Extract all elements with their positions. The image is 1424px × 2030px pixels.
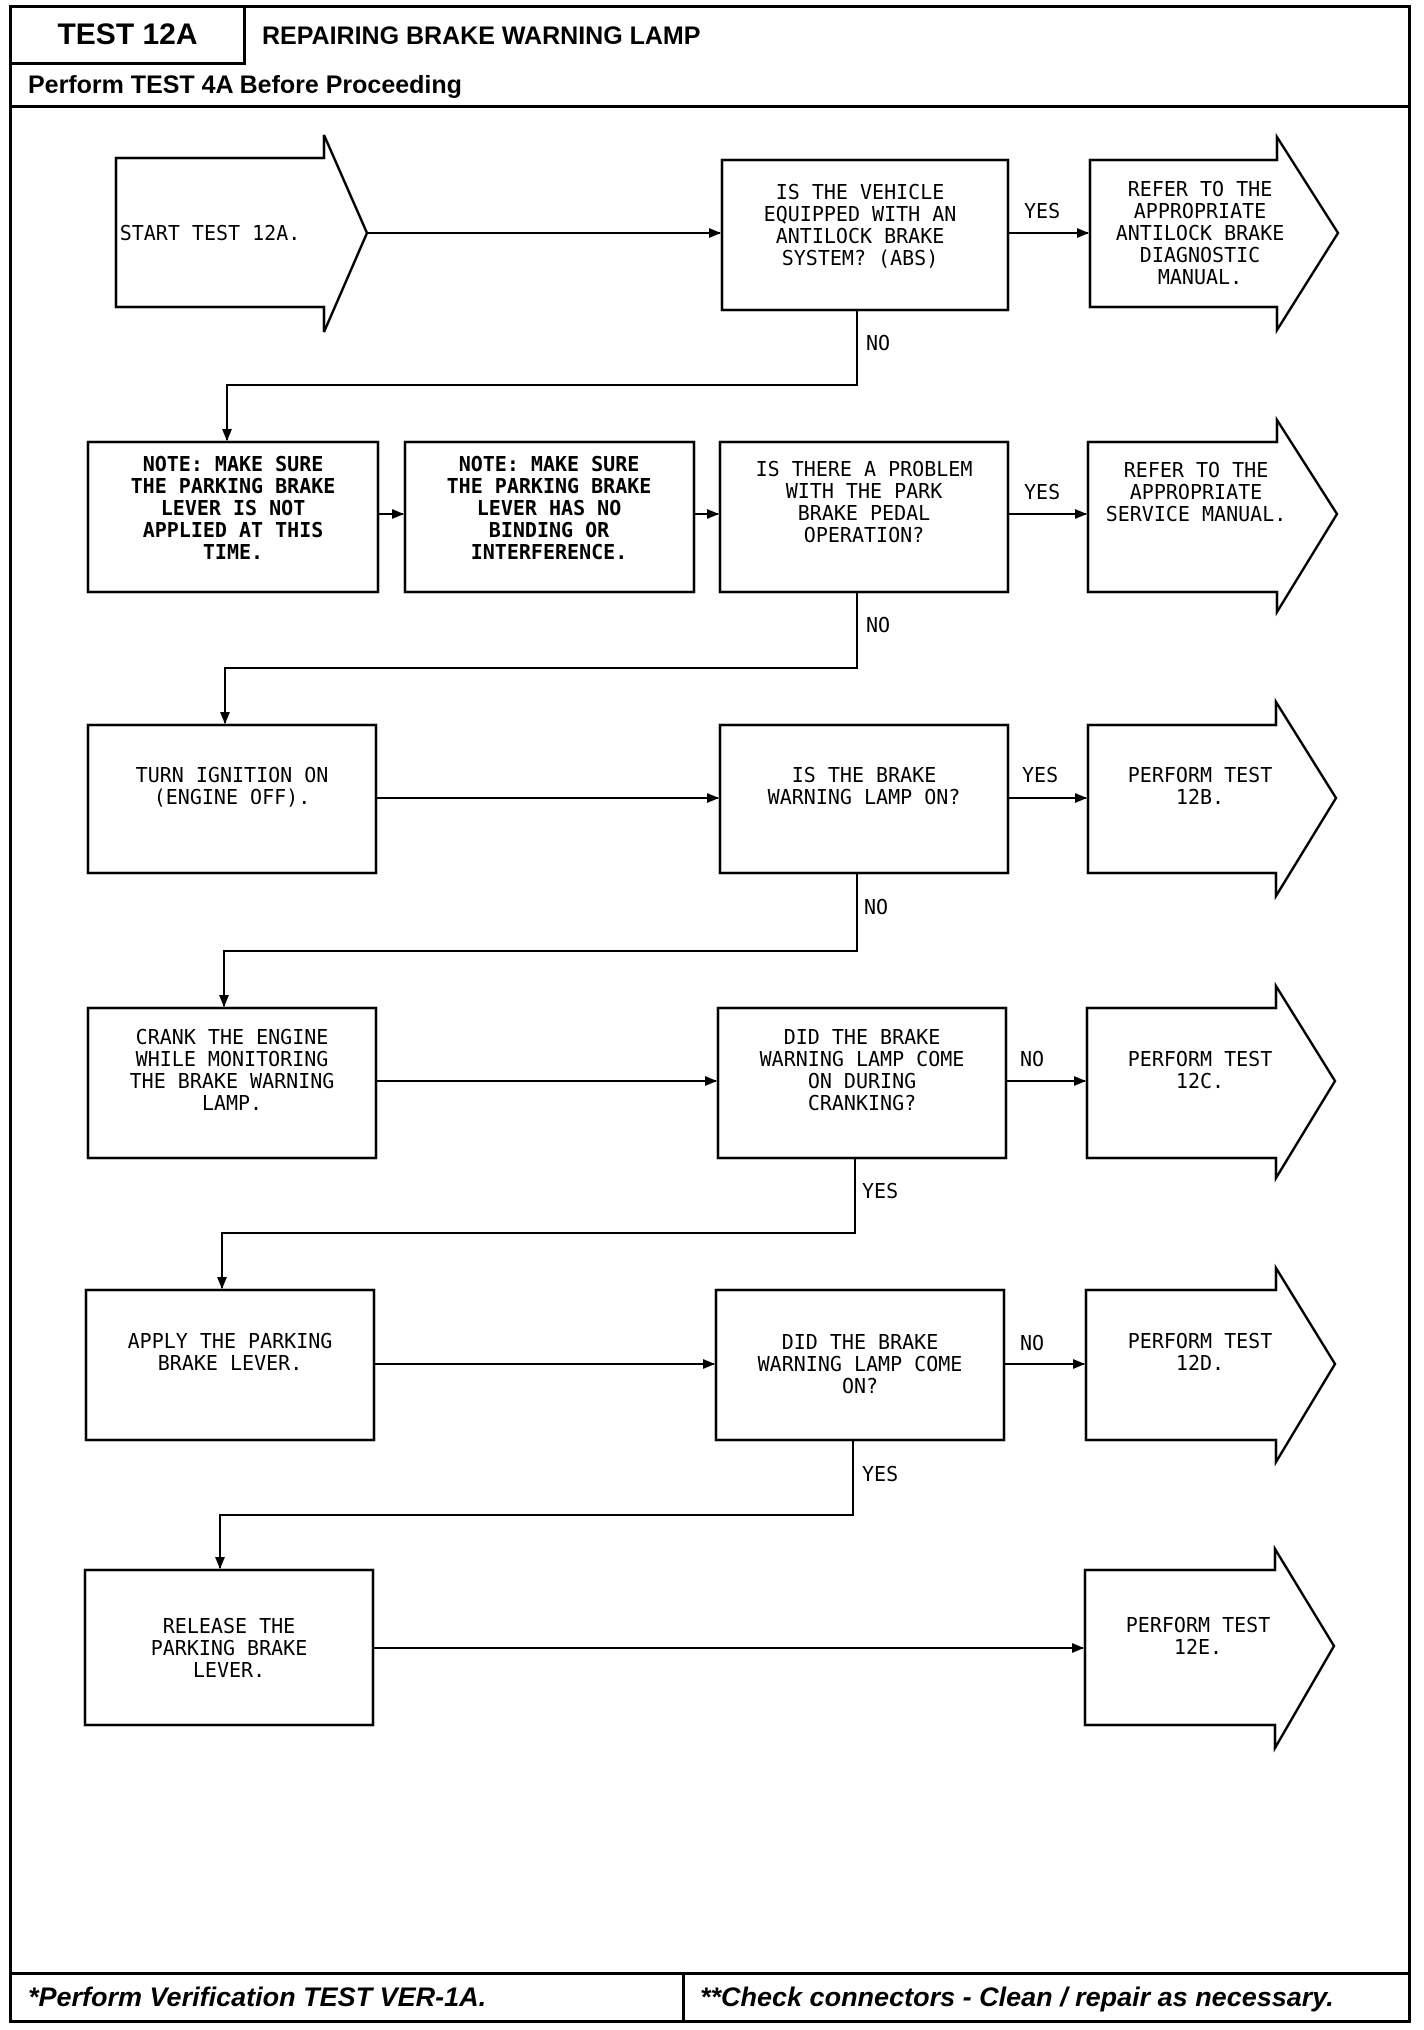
r-abs-text-line: ANTILOCK BRAKE [1116,221,1285,245]
start-arrow-shape [114,134,369,333]
label-no-come: NO [1020,1331,1044,1355]
q-pedal-text-line: OPERATION? [804,523,924,547]
r-12b-arrow-shape [1086,697,1338,901]
turn-ignition-text-line: TURN IGNITION ON [136,763,329,787]
apply-lever-text-line: APPLY THE PARKING [128,1329,333,1353]
release-lever-text-line: RELEASE THE [163,1614,295,1638]
note-applied-text-line: TIME. [203,540,263,564]
header-divider [12,105,1408,108]
r-12d-arrow-shape [1084,1263,1337,1467]
apply-lever-text-line: BRAKE LEVER. [158,1351,303,1375]
q-cranking-box [716,1006,1008,1160]
page-title: REPAIRING BRAKE WARNING LAMP [262,22,701,50]
connector-yes-crank [217,1158,856,1289]
footer-verification-note: *Perform Verification TEST VER-1A. [28,1982,487,2012]
r-abs-text-line: APPROPRIATE [1134,199,1266,223]
q-pedal-text-line: BRAKE PEDAL [798,501,930,525]
prerequisite-note: Perform TEST 4A Before Proceeding [28,70,462,99]
release-lever-text-line: PARKING BRAKE [151,1636,308,1660]
q-abs-text-line: SYSTEM? (ABS) [782,246,939,270]
crank-box [86,1006,378,1160]
footer-connector-note: **Check connectors - Clean / repair as n… [700,1982,1334,2012]
note-binding-text-line: BINDING OR [489,518,610,542]
note-applied-text-line: NOTE: MAKE SURE [143,452,324,476]
q-pedal-text-line: IS THERE A PROBLEM [756,457,973,481]
label-no-pedal: NO [866,613,890,637]
r-12c-arrow-shape [1085,981,1337,1183]
q-come-on-text-line: WARNING LAMP COME [758,1352,963,1376]
q-abs-text-line: IS THE VEHICLE [776,180,945,204]
connector-no-pedal [220,592,858,724]
r-12e-text-line: PERFORM TEST [1126,1613,1271,1637]
r-service-text-line: SERVICE MANUAL. [1106,502,1287,526]
note-binding-box [403,440,696,594]
page-frame [9,5,1411,2023]
q-cranking-text-line: DID THE BRAKE [784,1025,941,1049]
q-cranking-text-line: CRANKING? [808,1091,916,1115]
r-12d-text-line: PERFORM TEST [1128,1329,1273,1353]
label-yes-lamp: YES [1022,763,1058,787]
r-abs-text-line: MANUAL. [1158,265,1242,289]
label-yes-pedal: YES [1024,480,1060,504]
label-no-lamp: NO [864,895,888,919]
q-abs-text-line: ANTILOCK BRAKE [776,224,945,248]
r-service-text-line: REFER TO THE [1124,458,1269,482]
connector-yes-come [215,1440,854,1569]
footer-divider [12,1972,1408,1975]
note-binding-text-line: THE PARKING BRAKE [447,474,652,498]
note-applied-box [86,440,380,594]
turn-ignition-text-line: (ENGINE OFF). [154,785,311,809]
r-12d-text-line: 12D. [1176,1351,1224,1375]
q-lamp-on-text-line: IS THE BRAKE [792,763,937,787]
r-12c-text-line: 12C. [1176,1069,1224,1093]
q-come-on-text-line: DID THE BRAKE [782,1330,939,1354]
q-come-on-text-line: ON? [842,1374,878,1398]
crank-text-line: WHILE MONITORING [136,1047,329,1071]
note-binding-text-line: INTERFERENCE. [471,540,628,564]
q-pedal-box [718,440,1010,594]
r-service-text-line: APPROPRIATE [1130,480,1262,504]
q-abs-box [720,158,1010,312]
note-binding-text-line: LEVER HAS NO [477,496,622,520]
start-text-line: START TEST 12A. [120,221,301,245]
r-12e-text-line: 12E. [1174,1635,1222,1659]
r-12c-text-line: PERFORM TEST [1128,1047,1273,1071]
crank-text-line: LAMP. [202,1091,262,1115]
q-cranking-text-line: WARNING LAMP COME [760,1047,965,1071]
r-12b-text-line: PERFORM TEST [1128,763,1273,787]
test-id: TEST 12A [57,18,198,51]
connector-no-lamp [219,873,858,1007]
note-applied-text-line: THE PARKING BRAKE [131,474,336,498]
r-abs-text-line: REFER TO THE [1128,177,1273,201]
q-pedal-text-line: WITH THE PARK [786,479,943,503]
label-yes-come: YES [862,1462,898,1486]
r-12b-text-line: 12B. [1176,785,1224,809]
q-abs-text-line: EQUIPPED WITH AN [764,202,957,226]
r-service-arrow-shape [1086,415,1339,617]
r-abs-arrow-shape [1088,132,1340,335]
note-binding-text-line: NOTE: MAKE SURE [459,452,640,476]
r-12e-arrow-shape [1083,1544,1336,1753]
test-id-box: TEST 12A [12,8,246,65]
q-cranking-text-line: ON DURING [808,1069,916,1093]
connector-no-abs [222,310,858,441]
label-no-abs: NO [866,331,890,355]
crank-text-line: THE BRAKE WARNING [130,1069,335,1093]
crank-text-line: CRANK THE ENGINE [136,1025,329,1049]
r-abs-text-line: DIAGNOSTIC [1140,243,1260,267]
q-lamp-on-text-line: WARNING LAMP ON? [768,785,961,809]
label-yes-crank: YES [862,1179,898,1203]
label-yes-abs: YES [1024,199,1060,223]
note-applied-text-line: APPLIED AT THIS [143,518,324,542]
footer-split [682,1972,685,2020]
label-no-crank: NO [1020,1047,1044,1071]
note-applied-text-line: LEVER IS NOT [161,496,306,520]
release-lever-text-line: LEVER. [193,1658,265,1682]
